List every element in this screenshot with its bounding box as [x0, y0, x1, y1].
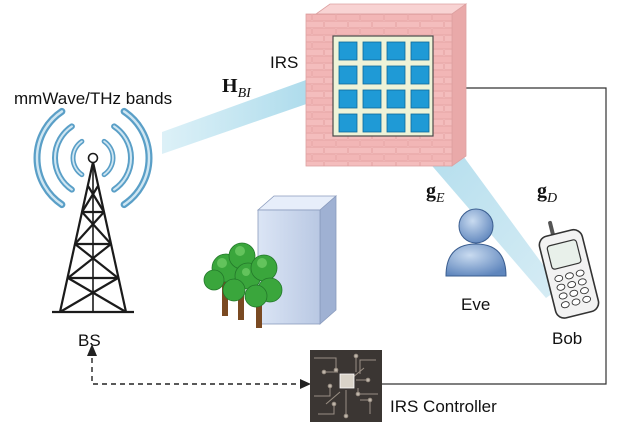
chip-pad — [365, 377, 371, 383]
phone-key — [580, 287, 589, 295]
irs-label: IRS — [270, 53, 298, 72]
phone-key — [565, 272, 574, 280]
chip-pad — [321, 369, 327, 375]
person-icon — [445, 208, 507, 277]
phone-key — [569, 289, 579, 297]
wave-highlight — [54, 125, 73, 191]
irs-panel-icon — [332, 35, 434, 137]
phone-key — [575, 269, 585, 277]
irs-element — [338, 89, 358, 109]
phone-key — [571, 298, 581, 306]
controller-label: IRS Controller — [390, 397, 497, 416]
phone-key — [567, 281, 577, 289]
chip-pad — [331, 401, 337, 407]
chip-trace — [359, 359, 376, 374]
phone-key — [556, 283, 566, 291]
wave-arc — [111, 123, 134, 193]
irs-element — [410, 89, 430, 109]
bands-label: mmWave/THz bands — [14, 89, 172, 108]
irs-element — [410, 113, 430, 133]
channel-g-e-label: gE — [426, 180, 445, 206]
irs-element — [386, 65, 406, 85]
wave-arc — [52, 123, 75, 193]
tower-icon — [33, 107, 153, 314]
channel-h-bi-label: HBI — [222, 75, 252, 101]
chip-pad — [353, 353, 359, 359]
chip-pad — [343, 413, 349, 419]
wave-arc — [33, 107, 66, 209]
irs-element — [386, 41, 406, 61]
chip-pad — [367, 397, 373, 403]
phone-key — [560, 301, 570, 309]
irs-element — [410, 41, 430, 61]
chip-icon — [310, 350, 382, 422]
irs-element — [338, 65, 358, 85]
wave-highlight — [113, 125, 132, 191]
irs-element — [362, 41, 382, 61]
irs-element — [410, 65, 430, 85]
bs-label: BS — [78, 331, 101, 350]
wave-highlight — [103, 140, 114, 176]
chip-pad — [327, 383, 333, 389]
irs-element — [386, 113, 406, 133]
chip-pad — [333, 367, 339, 373]
phone-key — [558, 292, 568, 300]
chip-trace — [318, 404, 335, 415]
chip-trace — [314, 357, 337, 370]
irs-element — [362, 89, 382, 109]
phone-key — [577, 278, 587, 286]
bob-label: Bob — [552, 329, 582, 348]
chip-trace — [314, 386, 331, 397]
chip-trace — [325, 391, 341, 405]
phone-icon — [538, 220, 600, 319]
chip-pad — [355, 391, 361, 397]
irs-element — [338, 113, 358, 133]
wave-highlight — [122, 110, 151, 206]
irs-element — [338, 41, 358, 61]
phone-key — [582, 295, 592, 303]
wave-highlight — [72, 140, 83, 176]
tree-icon — [203, 242, 283, 328]
phone-key — [554, 274, 564, 283]
irs-element — [362, 113, 382, 133]
wave-arc — [120, 107, 153, 209]
control-link-dashed — [87, 344, 311, 389]
eve-label: Eve — [461, 295, 490, 314]
wave-highlight — [35, 110, 64, 206]
control-wire — [382, 87, 607, 385]
irs-element — [362, 65, 382, 85]
beam-bs-to-irs — [162, 80, 318, 154]
irs-element — [386, 89, 406, 109]
channel-g-d-label: gD — [537, 180, 557, 206]
